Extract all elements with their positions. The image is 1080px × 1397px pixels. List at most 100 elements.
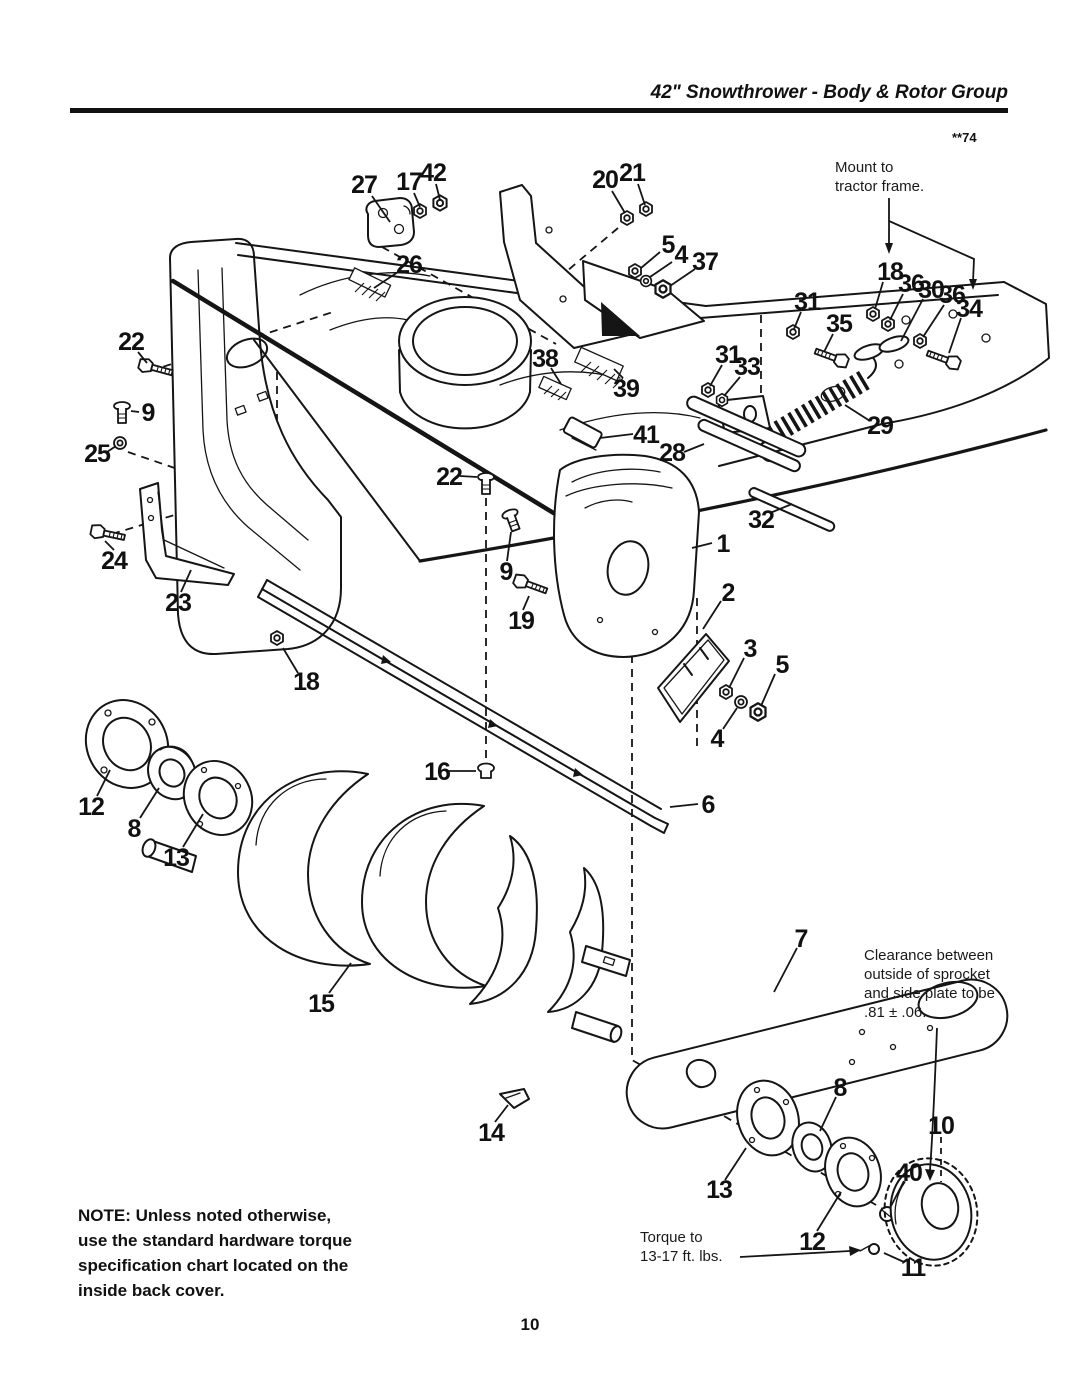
callout-26: 26: [396, 251, 422, 279]
callout-leader-18: [874, 281, 884, 310]
bolt-11: [859, 1243, 880, 1255]
callout-18: 18: [293, 668, 320, 696]
nut-18: [270, 630, 284, 646]
callout-25: 25: [84, 440, 111, 468]
nut-18b: [866, 306, 880, 322]
callout-19: 19: [508, 607, 534, 635]
callout-27: 27: [351, 171, 377, 199]
callout-leader-25: [106, 445, 117, 453]
note-torque: Torque to 13-17 ft. lbs.: [640, 1229, 723, 1265]
callout-35: 35: [826, 310, 853, 338]
callout-23: 23: [165, 589, 191, 617]
note-mount: Mount to tractor frame.: [835, 159, 925, 195]
callout-15: 15: [308, 990, 335, 1018]
callout-12: 12: [78, 793, 104, 821]
callout-2: 2: [722, 579, 735, 607]
callout-leader-27: [371, 195, 391, 223]
callout-leader-13: [182, 813, 204, 848]
side-plate-drawing: [625, 978, 1009, 1130]
callout-leader-8: [819, 1096, 837, 1132]
nut-5b: [749, 702, 767, 722]
callout-leader-37: [669, 268, 696, 287]
callout-17: 17: [396, 168, 422, 196]
callout-leader-22: [137, 351, 148, 364]
callout-5: 5: [776, 651, 790, 679]
bolt-19: [511, 571, 550, 599]
bolt-9b: [500, 506, 525, 534]
bolt-22: [136, 356, 175, 381]
callout-20: 20: [592, 166, 618, 194]
rod-32: [748, 487, 836, 532]
callout-leader-34: [948, 317, 962, 354]
callout-leader-4: [722, 707, 738, 730]
decal-strip-39: [574, 346, 624, 389]
callout-37: 37: [692, 248, 718, 276]
callout-leader-9: [130, 410, 140, 413]
callout-leader-20: [611, 190, 626, 214]
callout-leader-30: [900, 298, 924, 342]
callout-32: 32: [748, 506, 774, 534]
callout-8: 8: [834, 1074, 848, 1102]
callout-31: 31: [715, 341, 742, 369]
callout-leader-5: [640, 251, 661, 269]
callout-leader-15: [328, 962, 352, 994]
decal-strip-38: [538, 375, 572, 401]
callout-leader-11: [883, 1252, 905, 1263]
scraper-bar-drawing: [257, 579, 669, 834]
callout-9: 9: [142, 399, 155, 427]
callout-10: 10: [928, 1112, 954, 1140]
callout-leader-28: [683, 443, 705, 453]
callout-30: 30: [918, 276, 944, 304]
callout-leader-2: [702, 600, 722, 630]
callout-leader-36: [889, 293, 904, 321]
callout-38: 38: [532, 345, 559, 373]
page-title: 42" Snowthrower - Body & Rotor Group: [650, 82, 1008, 103]
callout-36: 36: [939, 281, 965, 309]
callout-leader-35: [823, 333, 834, 353]
bracket-23: [139, 482, 235, 586]
nut-33: [715, 392, 729, 408]
callout-8: 8: [128, 815, 142, 843]
callout-leader-6: [669, 803, 699, 808]
callout-leader-1: [691, 542, 713, 549]
callout-leader-39: [613, 368, 624, 379]
plug-16: [477, 762, 495, 779]
callout-leader-9: [506, 531, 512, 562]
callout-12: 12: [799, 1228, 825, 1256]
header-rule: [70, 108, 1008, 113]
washer-4: [639, 274, 653, 288]
left-hub-parts-drawing: [84, 699, 254, 836]
bolt-35: [812, 343, 851, 371]
callout-1: 1: [717, 530, 731, 558]
callout-leader-19: [522, 595, 530, 611]
callout-leader-40: [890, 1180, 905, 1207]
callout-9: 9: [500, 558, 513, 586]
nut-37: [654, 279, 672, 299]
callout-4: 4: [675, 241, 689, 269]
callout-21: 21: [619, 159, 646, 187]
callout-leader-12: [96, 769, 111, 797]
auger-drawing: [141, 770, 631, 1043]
callout-leader-33: [723, 376, 741, 397]
key-14: [499, 1088, 530, 1109]
callout-leader-14: [494, 1104, 509, 1123]
plate-41: [562, 416, 603, 451]
callout-29: 29: [867, 412, 893, 440]
callout-leader-32: [769, 503, 793, 514]
callout-leader-31: [709, 364, 723, 387]
callout-41: 41: [633, 421, 660, 449]
callout-36: 36: [898, 270, 924, 298]
bolt-9: [113, 401, 131, 424]
callout-22: 22: [118, 328, 144, 356]
callout-leader-7: [773, 947, 798, 993]
callout-42: 42: [420, 159, 446, 187]
chain-link-30: [853, 335, 910, 361]
callout-33: 33: [734, 353, 760, 381]
callout-11: 11: [901, 1254, 927, 1282]
nut-31b: [701, 382, 715, 398]
callout-24: 24: [101, 547, 128, 575]
bolt-24: [88, 522, 127, 546]
